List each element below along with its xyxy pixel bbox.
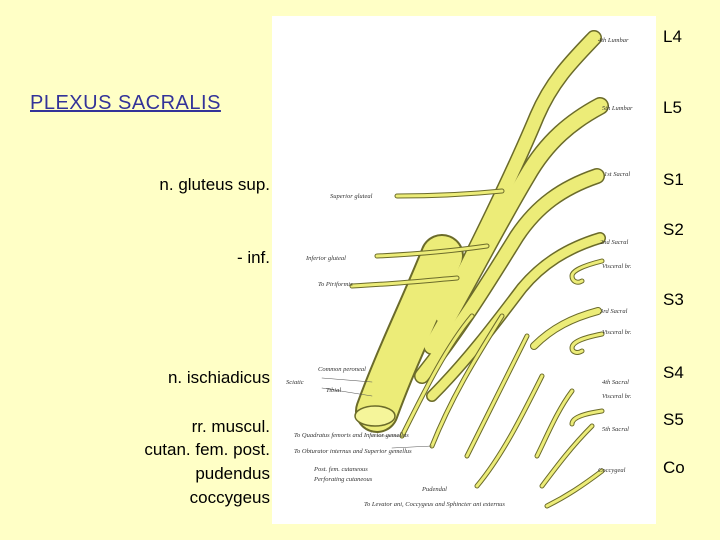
segment-l4: L4 [663,27,682,46]
segment-l5: L5 [663,98,682,117]
label-pudendus: pudendus [195,464,270,483]
fig-label-5th-lumbar: 5th Lumbar [602,105,633,112]
fig-label-to-quadratus: To Quadratus femoris and Inferior gemell… [294,432,409,439]
label-cutan-fem-post: cutan. fem. post. [144,440,270,459]
fig-label-visceral-3: Visceral br. [602,393,632,400]
fig-label-visceral-1: Visceral br. [602,263,632,270]
fig-label-pudendal: Pudendal [421,486,447,493]
fig-label-superior-gluteal: Superior gluteal [330,193,373,200]
fig-label-post-fem-cutaneous: Post. fem. cutaneous [313,466,368,473]
page-title: PLEXUS SACRALIS [30,92,221,114]
segment-s3: S3 [663,290,684,309]
fig-label-4th-sacral: 4th Sacral [602,379,629,386]
fig-label-sciatic: Sciatic [286,379,304,386]
fig-label-1st-sacral: 1st Sacral [604,171,630,178]
fig-label-visceral-2: Visceral br. [602,329,632,336]
label-coccygeus: coccygeus [189,488,270,507]
segment-s4: S4 [663,363,684,382]
segment-s5: S5 [663,410,684,429]
segment-co: Co [663,458,685,477]
fig-label-common-peroneal: Common peroneal [318,366,366,373]
fig-label-3rd-sacral: 3rd Sacral [599,308,628,315]
sacral-plexus-illustration: 4th Lumbar 5th Lumbar 1st Sacral 2nd Sac… [272,16,656,524]
label-gluteus-sup: n. gluteus sup. [159,175,270,194]
fig-label-5th-sacral: 5th Sacral [602,426,629,433]
fig-label-inferior-gluteal: Inferior gluteal [305,255,346,262]
label-ischiadicus: n. ischiadicus [167,368,270,387]
fig-label-2nd-sacral: 2nd Sacral [600,239,629,246]
label-gluteus-inf: - inf. [236,248,270,267]
fig-label-coccygeal: Coccygeal [598,467,626,474]
fig-label-to-levator: To Levator ani, Coccygeus and Sphincter … [364,501,505,508]
label-rr-muscul: rr. muscul. [191,417,270,436]
fig-label-4th-lumbar: 4th Lumbar [598,37,629,44]
fig-label-perforating-cutaneous: Perforating cutaneous [313,476,373,483]
segment-s2: S2 [663,220,684,239]
fig-label-to-obturator: To Obturator internus and Superior gemel… [294,448,412,455]
segment-s1: S1 [663,170,684,189]
fig-label-to-piriformis: To Piriformis [318,281,353,288]
fig-label-tibial: Tibial [326,387,341,394]
